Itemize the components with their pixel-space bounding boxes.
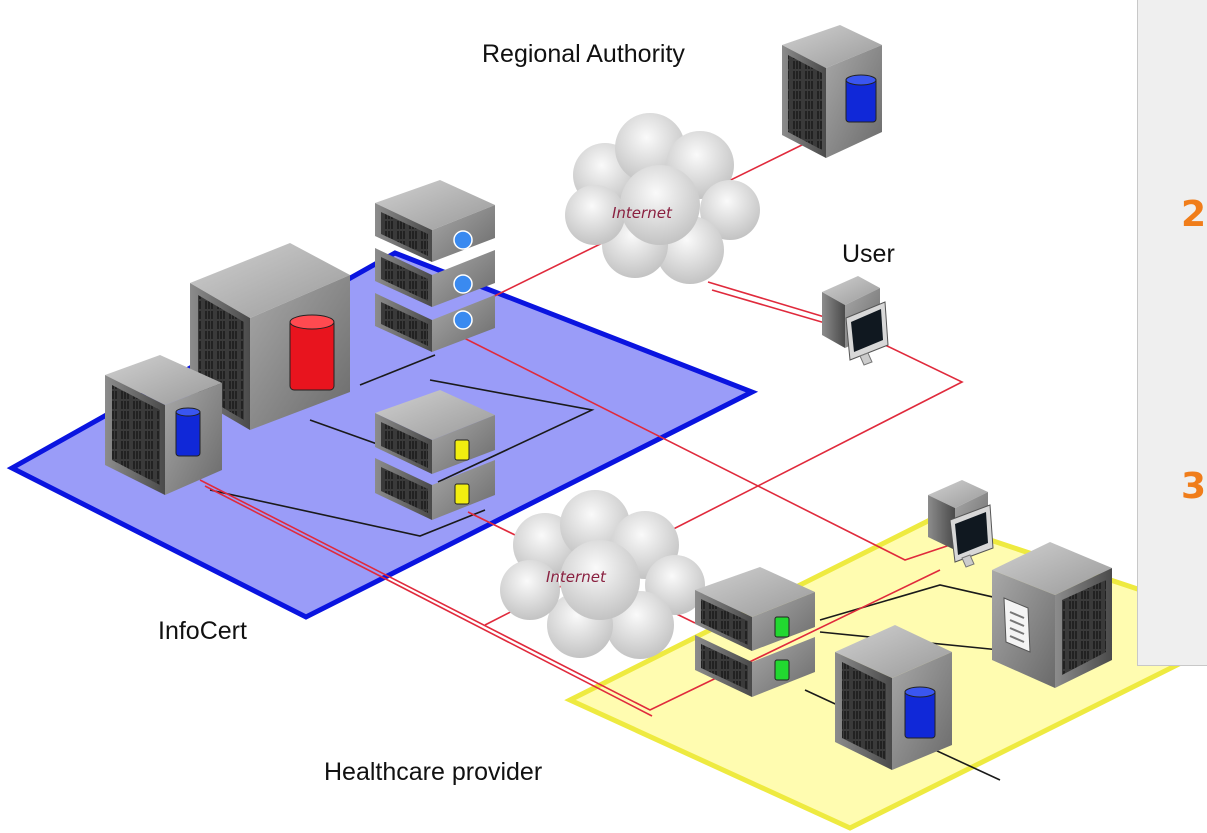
regional-authority-label: Regional Authority [482, 40, 685, 68]
gear-logo-icon [453, 230, 473, 250]
infocert-db-server [105, 355, 222, 495]
step-number-2: 2 [1181, 194, 1207, 235]
internet-cloud-bottom: Internet [500, 490, 705, 659]
monitor-icon [845, 301, 889, 366]
database-icon [774, 616, 790, 638]
internet-label-bottom: Internet [546, 568, 607, 586]
user-workstation [822, 276, 889, 366]
rack-unit-2 [375, 458, 495, 520]
cloud-icon [500, 490, 705, 659]
database-icon [175, 407, 201, 457]
database-icon [904, 686, 936, 739]
healthcare-document-server [992, 542, 1112, 688]
gear-logo-icon [453, 310, 473, 330]
rack-unit-1 [375, 203, 495, 262]
infocert-label: InfoCert [158, 617, 247, 645]
database-icon [289, 314, 335, 391]
rack-unit-1 [695, 590, 815, 651]
healthcare-green-db-rack [695, 567, 815, 697]
internet-label-top: Internet [612, 204, 673, 222]
regional-authority-server [782, 25, 882, 158]
step-number-3: 3 [1181, 466, 1207, 507]
database-icon [774, 659, 790, 681]
database-icon [454, 439, 470, 461]
application-server-rack [375, 180, 495, 352]
internet-cloud-top: Internet [565, 113, 760, 284]
rack-unit-3 [375, 293, 495, 352]
database-icon [454, 483, 470, 505]
document-icon [1003, 597, 1031, 653]
rack-unit-2 [695, 635, 815, 697]
database-icon [845, 74, 877, 123]
cloud-icon [565, 113, 760, 284]
healthcare-workstation [928, 480, 994, 568]
rack-unit-2 [375, 248, 495, 307]
side-panel [1137, 0, 1207, 666]
healthcare-provider-label: Healthcare provider [324, 758, 543, 786]
monitor-icon [949, 504, 994, 568]
infocert-yellow-db-rack [375, 390, 495, 520]
gear-logo-icon [453, 274, 473, 294]
healthcare-db-server [835, 625, 952, 770]
rack-unit-1 [375, 413, 495, 474]
user-label: User [842, 240, 895, 268]
